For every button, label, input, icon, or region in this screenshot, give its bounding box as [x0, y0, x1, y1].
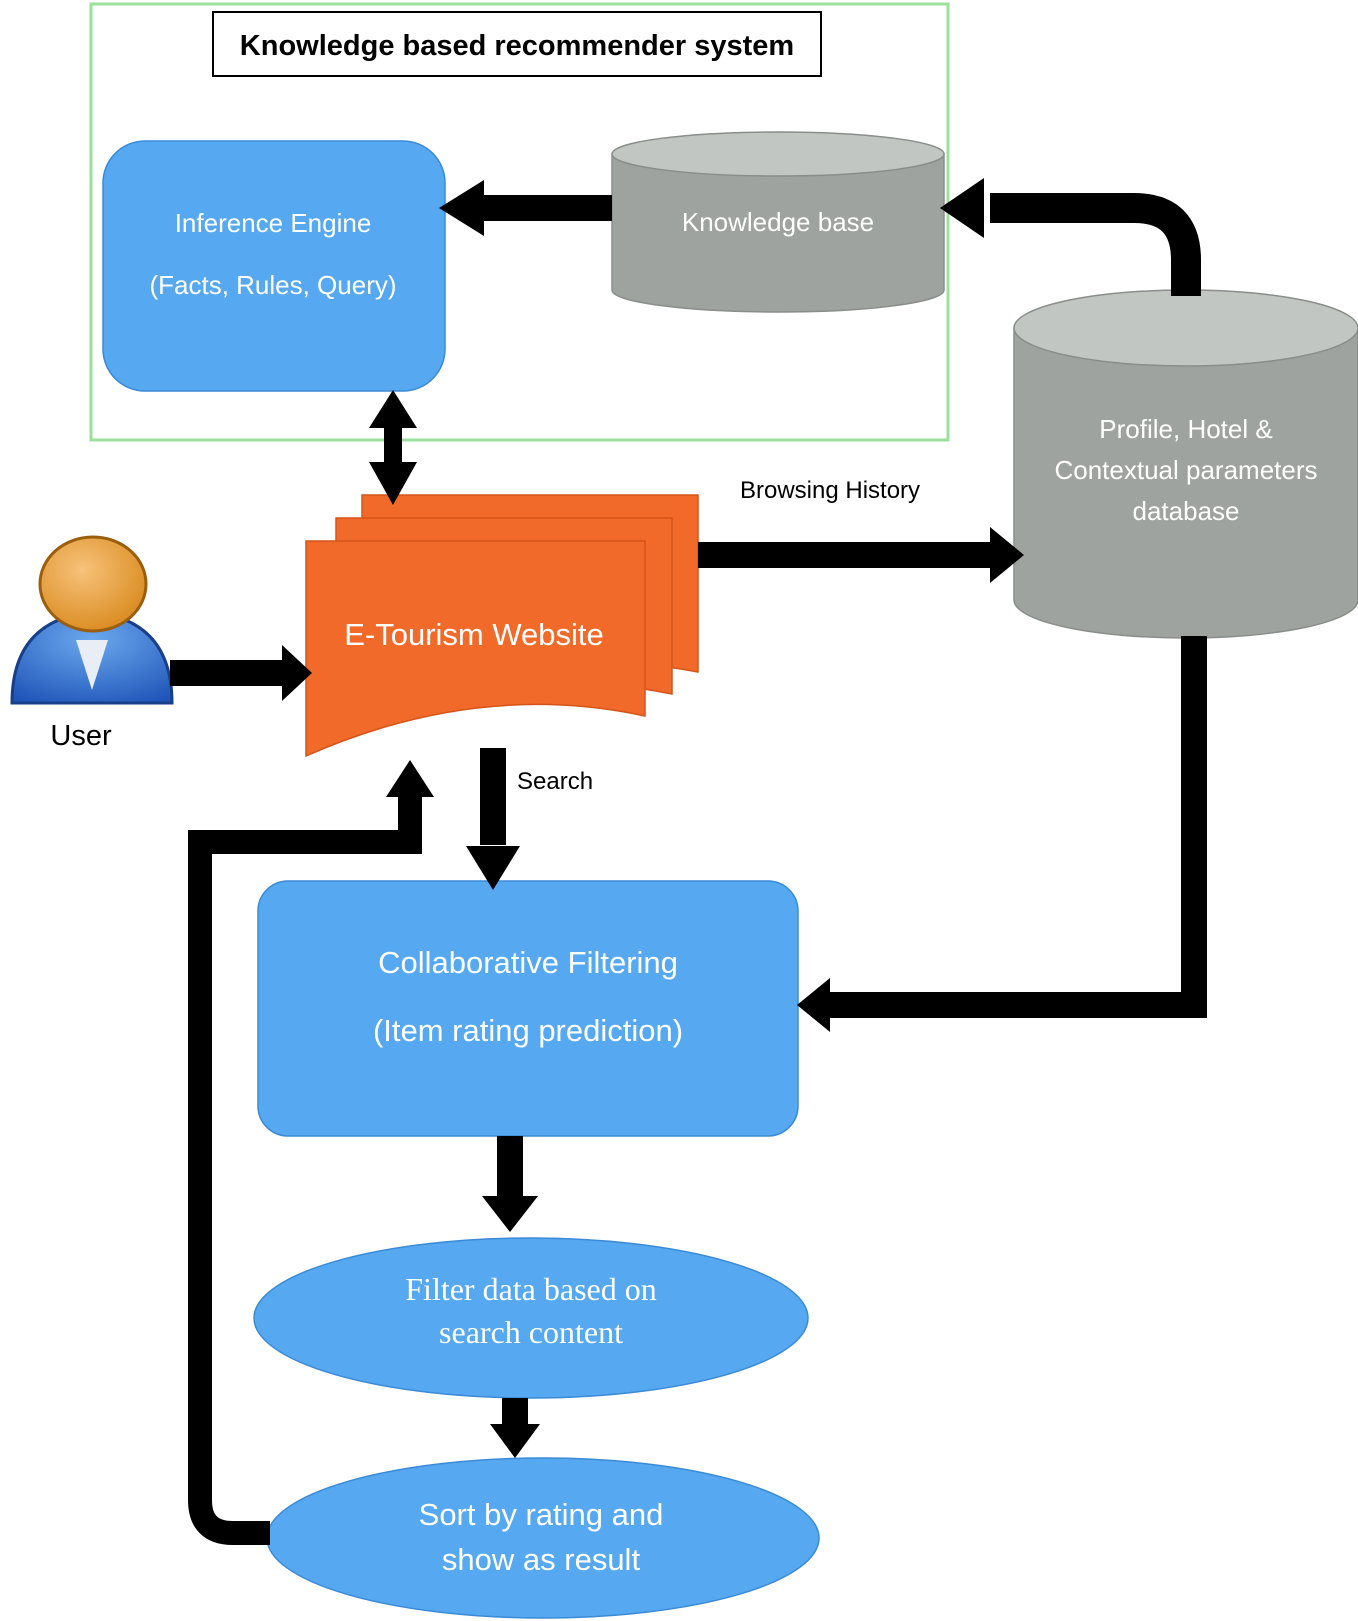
filter-data-ellipse — [253, 1237, 809, 1399]
arrow-website-to-collaborative — [466, 748, 520, 890]
user-label: User — [50, 720, 112, 752]
arrow-filter-to-sort — [490, 1398, 540, 1458]
arrow-user-to-website — [170, 645, 312, 701]
website-documents — [305, 494, 699, 758]
collaborative-filtering-label: Collaborative Filtering — [378, 945, 678, 980]
title-text: Knowledge based recommender system — [240, 30, 794, 62]
collaborative-filtering-box — [257, 880, 799, 1137]
filter-data-label-line2: search content — [439, 1314, 623, 1350]
arrow-database-to-collaborative — [797, 636, 1207, 1032]
database-label-line2: Contextual parameters — [1054, 455, 1317, 485]
database-label-line3: database — [1133, 496, 1240, 526]
search-label: Search — [517, 768, 593, 795]
filter-data-label-line1: Filter data based on — [405, 1271, 656, 1307]
arrow-inference-website — [369, 390, 417, 505]
website-label: E-Tourism Website — [344, 617, 604, 652]
database-label-line1: Profile, Hotel & — [1099, 414, 1272, 444]
inference-engine-box — [102, 140, 446, 392]
sort-result-label-line1: Sort by rating and — [419, 1497, 664, 1532]
sort-result-ellipse — [266, 1457, 820, 1619]
arrow-knowledge-to-inference — [439, 180, 612, 236]
knowledge-base-cylinder — [611, 131, 945, 313]
inference-engine-sublabel: (Facts, Rules, Query) — [149, 270, 396, 300]
arrow-sort-to-website — [188, 760, 434, 1545]
arrow-website-to-database — [698, 527, 1024, 583]
user-icon — [10, 535, 174, 705]
sort-result-label-line2: show as result — [442, 1542, 641, 1577]
arrow-collaborative-to-filter — [482, 1136, 538, 1232]
collaborative-filtering-sublabel: (Item rating prediction) — [373, 1013, 683, 1048]
inference-engine-label: Inference Engine — [175, 208, 372, 238]
browsing-history-label: Browsing History — [740, 477, 920, 504]
recommender-system-frame — [89, 2, 950, 442]
knowledge-base-label: Knowledge base — [682, 207, 874, 237]
title-box — [212, 11, 822, 77]
arrow-database-to-knowledge — [940, 178, 1201, 296]
